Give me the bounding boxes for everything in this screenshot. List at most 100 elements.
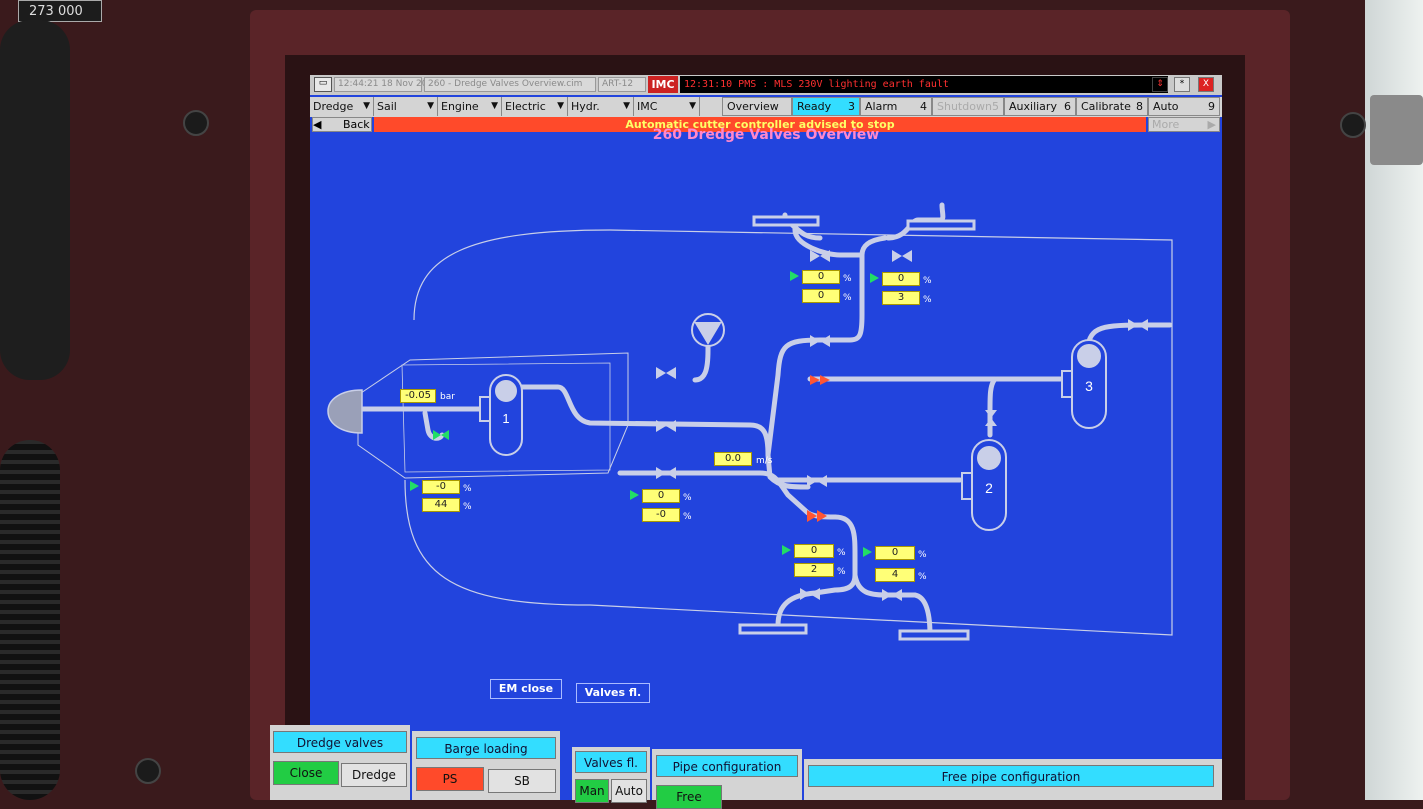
valve-icon: [985, 410, 997, 426]
pump1-valve-setpoint[interactable]: -0: [422, 480, 460, 494]
file-field: 260 - Dredge Valves Overview.cim: [424, 77, 596, 92]
tab-label: Ready: [797, 100, 832, 113]
pump1-valve-position: 44: [422, 498, 460, 512]
top-right-valve-position: 3: [882, 291, 920, 305]
play-icon[interactable]: [410, 481, 419, 491]
mid-valve-setpoint[interactable]: 0: [642, 489, 680, 503]
more-button[interactable]: More▶: [1148, 117, 1220, 132]
back-button[interactable]: ◀ Back: [312, 117, 372, 132]
pressure-unit: bar: [440, 392, 455, 402]
top-right-valve-setpoint[interactable]: 0: [882, 272, 920, 286]
tab-label: Alarm: [865, 100, 898, 113]
dredge-valves-panel: Dredge valves Close Dredge: [270, 725, 410, 800]
menu-engine[interactable]: Engine▼: [438, 97, 502, 116]
top-left-valve-position: 0: [802, 289, 840, 303]
percent-unit: %: [683, 512, 692, 522]
back-label: Back: [342, 118, 370, 131]
screw: [135, 758, 161, 784]
velocity-readout: 0.0: [714, 452, 752, 466]
play-icon[interactable]: [870, 273, 879, 283]
valve-icon: [1128, 319, 1148, 331]
close-valves-button[interactable]: Close: [273, 761, 339, 785]
back-arrow-icon: ◀: [313, 118, 325, 131]
percent-unit: %: [843, 293, 852, 303]
percent-unit: %: [923, 295, 932, 305]
bottom-right-valve-setpoint[interactable]: 0: [875, 546, 915, 560]
minimize-button[interactable]: *: [1174, 77, 1190, 92]
em-close-button[interactable]: EM close: [490, 679, 562, 699]
barge-loading-panel: Barge loading PS SB: [412, 731, 560, 800]
valve-icon: [656, 420, 676, 432]
menu-label: Hydr.: [571, 100, 600, 113]
menu-bar: Dredge▼ Sail▼ Engine▼ Electric▼ Hydr.▼ I…: [310, 97, 1222, 117]
tab-overview[interactable]: Overview: [722, 97, 792, 116]
pump-1-label: 1: [502, 411, 509, 426]
auto-button[interactable]: Auto: [611, 779, 647, 803]
window-icon[interactable]: ▭: [314, 77, 332, 92]
menu-hydr[interactable]: Hydr.▼: [568, 97, 634, 116]
valve-icon-green: [433, 430, 449, 440]
dredge-valves-title: Dredge valves: [273, 731, 407, 753]
percent-unit: %: [463, 484, 472, 494]
tab-label: Auto: [1153, 100, 1179, 113]
menu-imc[interactable]: IMC▼: [634, 97, 700, 116]
percent-unit: %: [918, 572, 927, 582]
dredge-mode-button[interactable]: Dredge: [341, 763, 407, 787]
menu-electric[interactable]: Electric▼: [502, 97, 568, 116]
percent-unit: %: [463, 502, 472, 512]
menu-label: Engine: [441, 100, 479, 113]
valve-icon-red: [810, 375, 830, 385]
play-icon[interactable]: [782, 545, 791, 555]
page-title: 260 Dredge Valves Overview: [652, 127, 880, 143]
close-button[interactable]: X: [1198, 77, 1214, 92]
menu-dredge[interactable]: Dredge▼: [310, 97, 374, 116]
handset: [0, 20, 70, 380]
screw: [1340, 112, 1366, 138]
percent-unit: %: [923, 276, 932, 286]
percent-unit: %: [683, 493, 692, 503]
play-icon[interactable]: [630, 490, 639, 500]
barge-loading-title: Barge loading: [416, 737, 556, 759]
percent-unit: %: [918, 550, 927, 560]
pipe-configuration-title: Pipe configuration: [656, 755, 798, 777]
chevron-right-icon: ▶: [1207, 118, 1216, 131]
ps-button[interactable]: PS: [416, 767, 484, 791]
valve-icon: [800, 588, 820, 600]
percent-unit: %: [837, 548, 846, 558]
valve-icon: [656, 367, 676, 379]
tab-label: Calibrate: [1081, 100, 1131, 113]
chevron-down-icon: ▼: [557, 101, 564, 111]
pump-1: [479, 374, 523, 456]
station-field: ART-12: [598, 77, 646, 92]
play-icon[interactable]: [790, 271, 799, 281]
hull-outline: [404, 229, 1173, 636]
gland-pump-icon: [691, 313, 725, 347]
pump-3: [1061, 339, 1107, 429]
tab-label: Overview: [727, 100, 779, 113]
valves-fl-button[interactable]: Valves fl.: [576, 683, 650, 703]
play-icon[interactable]: [863, 547, 872, 557]
sb-button[interactable]: SB: [488, 769, 556, 793]
tab-number: 9: [1208, 100, 1215, 113]
scroll-icon[interactable]: ⇕: [1152, 77, 1168, 92]
alarm-message-line[interactable]: 12:31:10 PMS : MLS 230V lighting earth f…: [680, 76, 1168, 93]
percent-unit: %: [837, 567, 846, 577]
menu-sail[interactable]: Sail▼: [374, 97, 438, 116]
free-button[interactable]: Free: [656, 785, 722, 809]
alarm-banner[interactable]: Automatic cutter controller advised to s…: [374, 117, 1146, 132]
top-left-valve-setpoint[interactable]: 0: [802, 270, 840, 284]
chevron-down-icon: ▼: [363, 101, 370, 111]
velocity-unit: m/s: [756, 456, 773, 466]
man-button[interactable]: Man: [575, 779, 609, 803]
discharge-nozzles: [738, 215, 976, 641]
cutter-head-icon: [327, 389, 363, 434]
tab-number: 6: [1064, 100, 1071, 113]
tab-auto[interactable]: Auto 9: [1148, 97, 1220, 116]
bottom-left-valve-setpoint[interactable]: 0: [794, 544, 834, 558]
valve-icon: [810, 335, 830, 347]
